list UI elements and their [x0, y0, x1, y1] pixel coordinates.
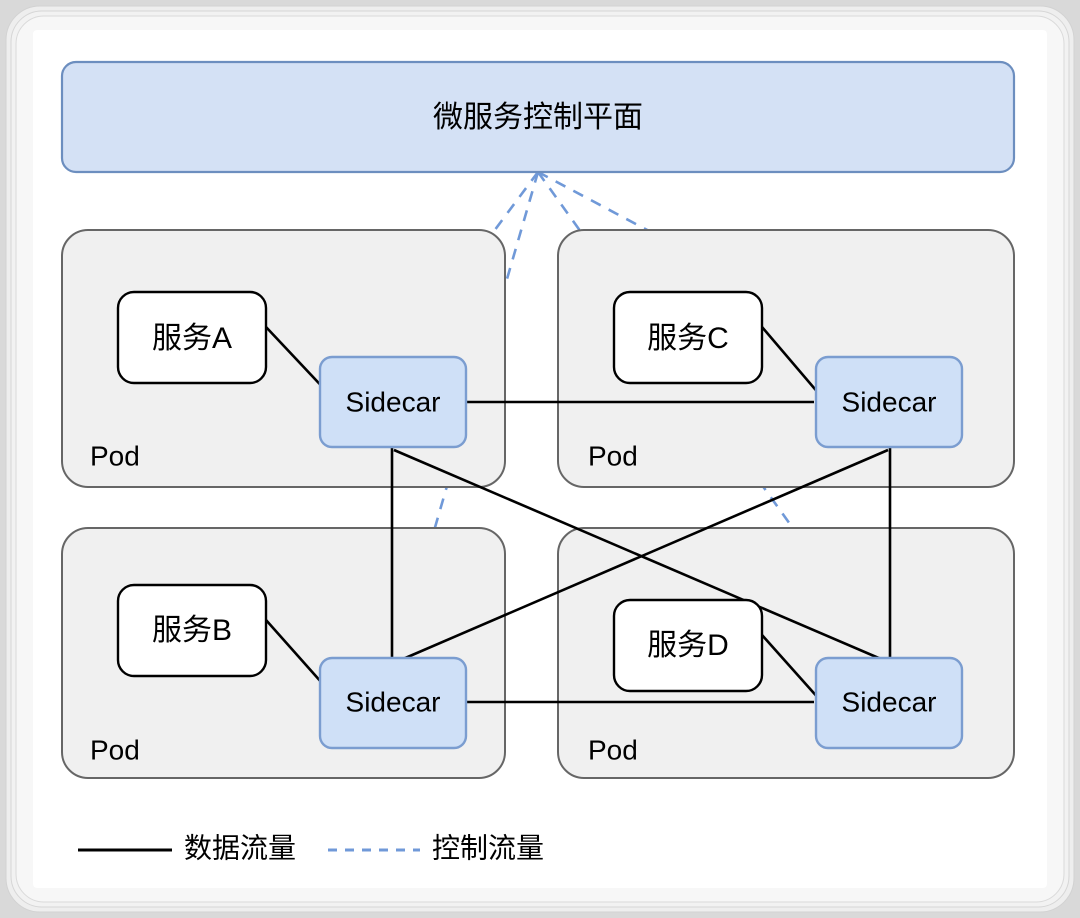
sidecar-d-label: Sidecar	[842, 686, 937, 717]
service-c-node[interactable]: 服务C	[612, 290, 764, 385]
sidecar-c-box[interactable]	[814, 355, 964, 449]
service-b-box[interactable]	[116, 583, 268, 678]
service-d-box[interactable]	[612, 598, 764, 693]
pod-c-label: Pod	[588, 440, 638, 471]
service-b-label: 服务B	[152, 614, 232, 647]
sidecar-b-box[interactable]	[318, 656, 468, 750]
pod-a-label: Pod	[90, 440, 140, 471]
legend: 数据流量 控制流量	[78, 832, 544, 863]
sidecar-d-box[interactable]	[814, 656, 964, 750]
service-a-box[interactable]	[116, 290, 268, 385]
data-edge-service-d-to-sidecar-d	[761, 634, 821, 701]
service-d-label: 服务D	[647, 629, 729, 662]
data-edge-sidecar-c-to-sidecar-b	[395, 448, 889, 664]
control-plane-box[interactable]	[60, 60, 1016, 174]
data-edge-service-c-to-sidecar-c	[761, 326, 821, 396]
sidecar-a-box[interactable]	[318, 355, 468, 449]
control-plane-node[interactable]: 微服务控制平面	[60, 60, 1016, 174]
sidecar-c-label: Sidecar	[842, 386, 937, 417]
service-c-label: 服务C	[647, 322, 729, 355]
legend-item-data-traffic: 数据流量	[78, 832, 296, 863]
legend-control-traffic-label: 控制流量	[432, 832, 544, 863]
pod-d-label: Pod	[588, 734, 638, 765]
legend-data-traffic-label: 数据流量	[184, 832, 296, 863]
sidecar-b-label: Sidecar	[346, 686, 441, 717]
sidecar-d-node[interactable]: Sidecar	[814, 656, 964, 750]
service-a-node[interactable]: 服务A	[116, 290, 268, 385]
legend-item-control-traffic: 控制流量	[328, 832, 544, 863]
sidecar-b-node[interactable]: Sidecar	[318, 656, 468, 750]
service-a-label: 服务A	[152, 322, 232, 355]
sidecar-a-node[interactable]: Sidecar	[318, 355, 468, 449]
sidecar-a-label: Sidecar	[346, 386, 441, 417]
sidecar-c-node[interactable]: Sidecar	[814, 355, 964, 449]
control-plane-label: 微服务控制平面	[433, 101, 643, 134]
service-d-node[interactable]: 服务D	[612, 598, 764, 693]
service-b-node[interactable]: 服务B	[116, 583, 268, 678]
pod-b-label: Pod	[90, 734, 140, 765]
service-c-box[interactable]	[612, 290, 764, 385]
